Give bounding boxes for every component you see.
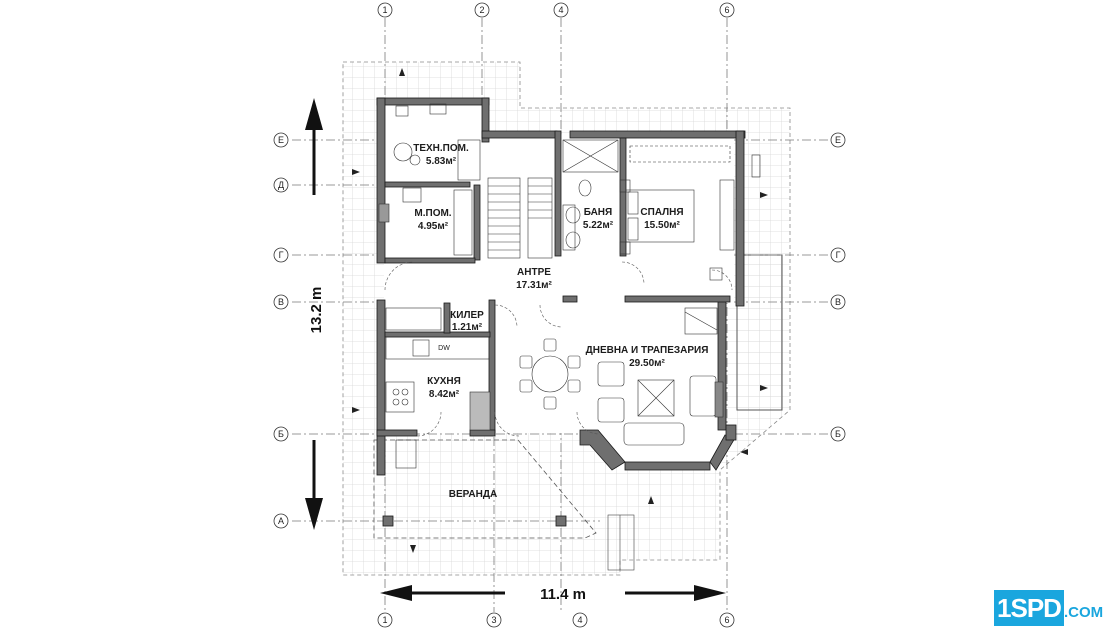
room-name-spalnya: СПАЛНЯ [640, 207, 683, 218]
tech-room-equipment [393, 103, 481, 203]
living-room-furniture [597, 307, 724, 446]
axis-marker-left-v: В [273, 294, 289, 310]
dimension-arrow-vertical [305, 98, 323, 530]
axis-marker-left-g: Г [273, 247, 289, 263]
svg-text:Д: Д [278, 180, 284, 190]
bathroom-fixtures [562, 139, 619, 251]
svg-text:1: 1 [382, 5, 387, 15]
svg-text:6: 6 [724, 615, 729, 625]
room-name-kuhnya: КУХНЯ [427, 376, 461, 387]
svg-text:4: 4 [577, 615, 582, 625]
svg-text:Б: Б [278, 429, 284, 439]
dimension-width: 11.4 m [540, 586, 586, 603]
svg-text:Г: Г [279, 250, 284, 260]
utility-room-fixtures [378, 189, 473, 256]
axis-marker-right-g: Г [830, 247, 846, 263]
dimension-height: 13.2 m [308, 287, 325, 334]
room-area-tech: 5.83м² [426, 156, 457, 167]
axis-marker-top-6: 6 [719, 2, 735, 18]
room-area-kuhnya: 8.42м² [429, 389, 460, 400]
axis-marker-top-1: 1 [377, 2, 393, 18]
dimension-arrow-horizontal [380, 585, 726, 601]
room-name-mpom: М.ПОМ. [414, 208, 451, 219]
svg-text:Г: Г [836, 250, 841, 260]
room-area-kiler: 1.21м² [452, 322, 483, 333]
staircase [487, 177, 553, 259]
axis-marker-bottom-6: 6 [719, 612, 735, 628]
axis-marker-bottom-4: 4 [572, 612, 588, 628]
axis-marker-left-a: А [273, 513, 289, 529]
svg-text:Е: Е [278, 135, 284, 145]
veranda-columns [382, 515, 567, 527]
svg-text:Е: Е [835, 135, 841, 145]
kitchen-fixtures [385, 307, 491, 469]
svg-text:А: А [278, 516, 284, 526]
room-name-banya: БАНЯ [584, 207, 612, 218]
axis-marker-top-4: 4 [553, 2, 569, 18]
room-area-dnevna: 29.50м² [629, 358, 665, 369]
svg-text:В: В [835, 297, 841, 307]
axis-marker-right-v: В [830, 294, 846, 310]
veranda-outline [373, 439, 597, 539]
svg-text:6: 6 [724, 5, 729, 15]
axis-marker-right-b: Б [830, 426, 846, 442]
room-name-tech: ТЕХН.ПОМ. [413, 143, 469, 154]
axis-marker-top-2: 2 [474, 2, 490, 18]
section-markers [352, 68, 768, 553]
walls [376, 97, 746, 476]
room-name-antre: АНТРЕ [517, 267, 551, 278]
svg-text:1: 1 [382, 615, 387, 625]
entrance-steps [607, 514, 635, 571]
svg-text:В: В [278, 297, 284, 307]
svg-text:Б: Б [835, 429, 841, 439]
room-area-banya: 5.22м² [583, 220, 614, 231]
svg-text:3: 3 [491, 615, 496, 625]
room-name-veranda: ВЕРАНДА [449, 489, 497, 500]
dining-table [519, 338, 581, 410]
axis-marker-left-d: Д [273, 177, 289, 193]
svg-text:4: 4 [558, 5, 563, 15]
dishwasher-label: DW [438, 345, 450, 352]
site-logo: 1SPD .COM [994, 590, 1114, 626]
room-area-spalnya: 15.50м² [644, 220, 680, 231]
logo-domain: .COM [1064, 604, 1104, 621]
axis-marker-bottom-1: 1 [377, 612, 393, 628]
room-name-kiler: КИЛЕР [450, 310, 484, 321]
axis-marker-left-e: Е [273, 132, 289, 148]
logo-mark: 1SPD [994, 590, 1064, 626]
axis-marker-right-e: Е [830, 132, 846, 148]
svg-text:2: 2 [479, 5, 484, 15]
bedroom-furniture [619, 145, 761, 281]
room-name-dnevna: ДНЕВНА И ТРАПЕЗАРИЯ [586, 345, 709, 356]
room-area-antre: 17.31м² [516, 280, 552, 291]
room-area-mpom: 4.95м² [418, 221, 449, 232]
axis-marker-left-b: Б [273, 426, 289, 442]
door-swings [384, 261, 733, 437]
axis-marker-bottom-3: 3 [486, 612, 502, 628]
